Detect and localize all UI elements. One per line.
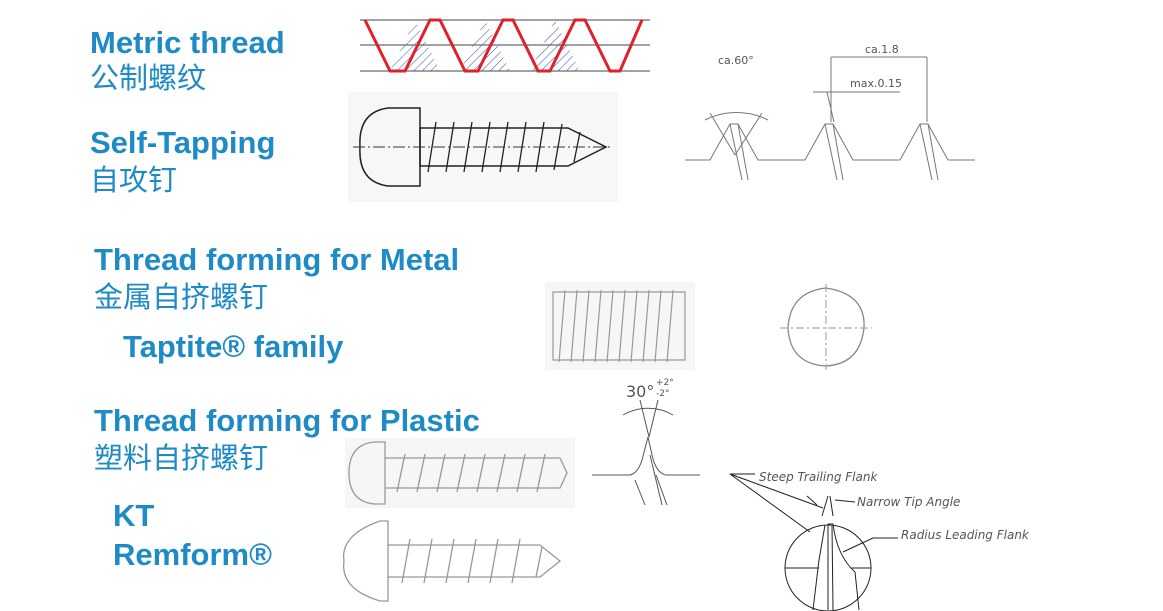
self-tapping-screw-drawing	[348, 92, 618, 202]
radius-leading-flank-label: Radius Leading Flank	[901, 528, 1030, 542]
steep-trailing-flank-label: Steep Trailing Flank	[759, 470, 878, 484]
metric-thread-profile	[360, 18, 650, 73]
self-tapping-title: Self-Tapping	[90, 125, 276, 160]
metric-thread-title: Metric thread	[90, 25, 285, 60]
thread-tip-dimension-drawing: ca.60° ca.1.8 max.0.15	[685, 43, 975, 181]
plastic-title: Thread forming for Plastic	[94, 403, 480, 438]
tolerance-plus-label: +2°	[656, 378, 674, 388]
product-remform: Remform®	[113, 537, 272, 572]
remform-screw-drawing	[343, 520, 562, 602]
taptite-screw-drawing	[545, 282, 695, 370]
angle-60-label: ca.60°	[718, 54, 754, 67]
thirty-degree-profile-drawing: 30° +2° -2°	[592, 378, 700, 506]
product-kt: KT	[113, 498, 155, 533]
tolerance-minus-label: -2°	[656, 389, 669, 399]
plastic-chinese: 塑料自挤螺钉	[94, 441, 269, 475]
metal-title: Thread forming for Metal	[94, 242, 460, 277]
pitch-label: ca.1.8	[865, 43, 899, 56]
narrow-tip-angle-label: Narrow Tip Angle	[857, 495, 960, 509]
tip-width-label: max.0.15	[850, 77, 902, 90]
kt-screw-drawing	[345, 438, 575, 508]
trilobular-section-drawing	[780, 284, 872, 370]
angle-30-label: 30°	[626, 382, 654, 401]
metal-chinese: 金属自挤螺钉	[94, 280, 269, 314]
metric-thread-chinese: 公制螺纹	[90, 61, 207, 95]
remform-tip-detail-drawing: Steep Trailing Flank Narrow Tip Angle Ra…	[729, 470, 1030, 611]
self-tapping-chinese: 自攻钉	[90, 163, 178, 197]
taptite-family: Taptite® family	[123, 329, 344, 364]
